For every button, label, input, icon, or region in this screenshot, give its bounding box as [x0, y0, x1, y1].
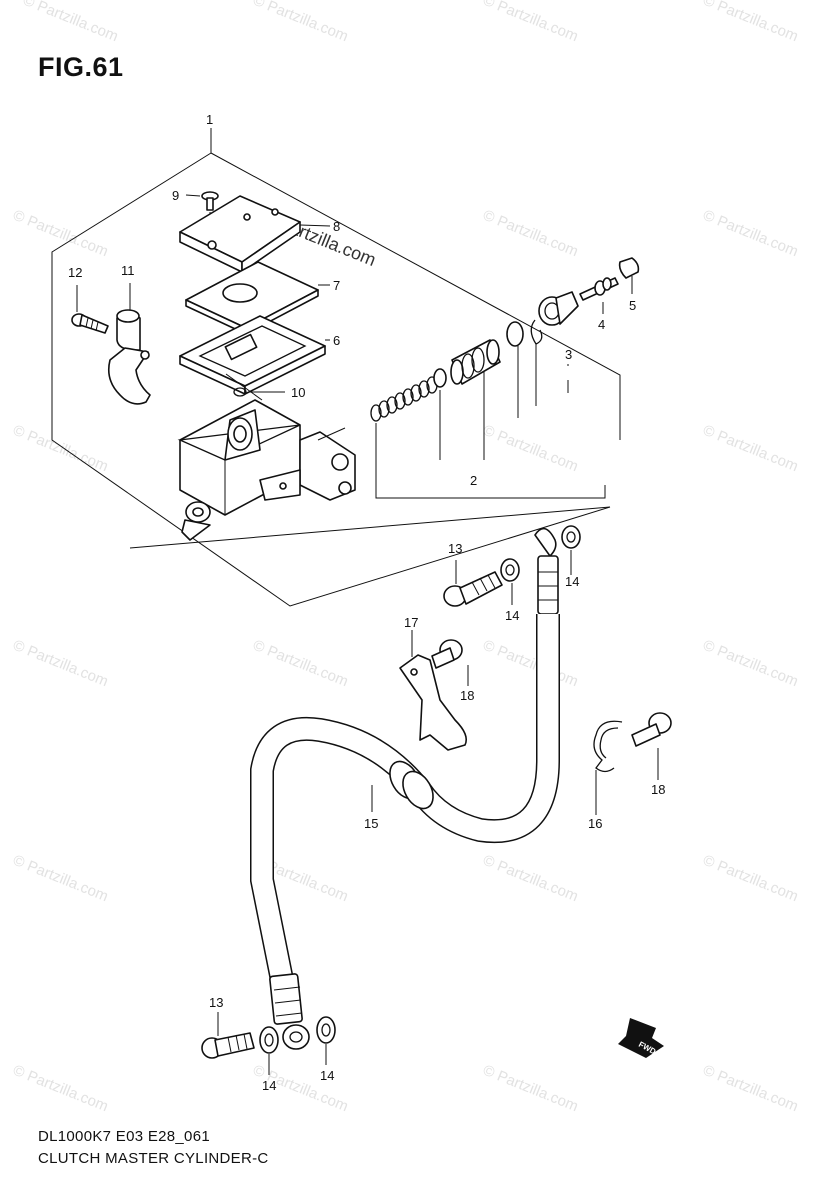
banjo-bolt-13-lower	[201, 1012, 255, 1059]
piston	[450, 339, 501, 385]
callout-17: 17	[404, 615, 418, 630]
washer-14-lower-b	[316, 1016, 336, 1065]
callout-18-right: 18	[651, 782, 665, 797]
callout-6: 6	[333, 333, 340, 348]
callout-13-lower: 13	[209, 995, 223, 1010]
washer-14-upper-b	[561, 525, 581, 575]
bolt-18-right	[631, 712, 672, 780]
callout-8: 8	[333, 219, 340, 234]
hose-clamp-ring	[389, 760, 434, 810]
callout-14-upper-b: 14	[565, 574, 579, 589]
spring	[370, 376, 438, 422]
clutch-hose-15	[250, 527, 560, 1050]
washer-14-lower-a	[259, 1026, 279, 1075]
callout-7: 7	[333, 278, 340, 293]
callout-12: 12	[68, 265, 82, 280]
hose-clip-16	[593, 720, 623, 815]
model-code: DL1000K7 E03 E28_061	[38, 1128, 210, 1145]
callout-numbers: 1 2 3 4 5 6 7 8 9 10 11 12 13 14 14 14 1…	[68, 112, 665, 1093]
banjo-bolt-13-upper	[443, 560, 503, 607]
fwd-arrow-icon: FWD	[618, 1018, 664, 1058]
callout-4: 4	[598, 317, 605, 332]
assembly-outline	[51, 128, 621, 607]
washer-14-upper-a	[500, 558, 520, 605]
pushrod-4	[579, 277, 619, 301]
clamp-11	[107, 283, 151, 405]
callout-3: 3	[565, 347, 572, 362]
master-cylinder-body	[177, 373, 356, 541]
ring-3a	[506, 321, 524, 347]
callout-16: 16	[588, 816, 602, 831]
callout-11: 11	[121, 263, 135, 278]
cup-seal	[433, 368, 447, 388]
ring-10	[233, 387, 285, 397]
callout-13-upper: 13	[448, 541, 462, 556]
callout-10: 10	[291, 385, 305, 400]
leader-lines	[375, 302, 606, 499]
callout-1: 1	[206, 112, 213, 127]
boot-3	[538, 291, 579, 326]
callout-9: 9	[172, 188, 179, 203]
callout-14-upper-a: 14	[505, 608, 519, 623]
figure-title: FIG.61	[38, 52, 124, 82]
cap-5	[618, 257, 640, 294]
callout-18-upper: 18	[460, 688, 474, 703]
snap-ring	[530, 319, 543, 345]
bolt-18-upper	[431, 639, 469, 686]
diaphragm-6	[179, 315, 330, 395]
callout-2: 2	[470, 473, 477, 488]
reservoir-cap-8	[179, 195, 331, 273]
hose-bracket-17	[399, 630, 468, 751]
callout-14-lower-b: 14	[320, 1068, 334, 1083]
callout-15: 15	[364, 816, 378, 831]
bolt-12	[71, 285, 109, 334]
callout-5: 5	[629, 298, 636, 313]
diagram-caption: CLUTCH MASTER CYLINDER-C	[38, 1150, 269, 1167]
callout-14-lower-a: 14	[262, 1078, 276, 1093]
